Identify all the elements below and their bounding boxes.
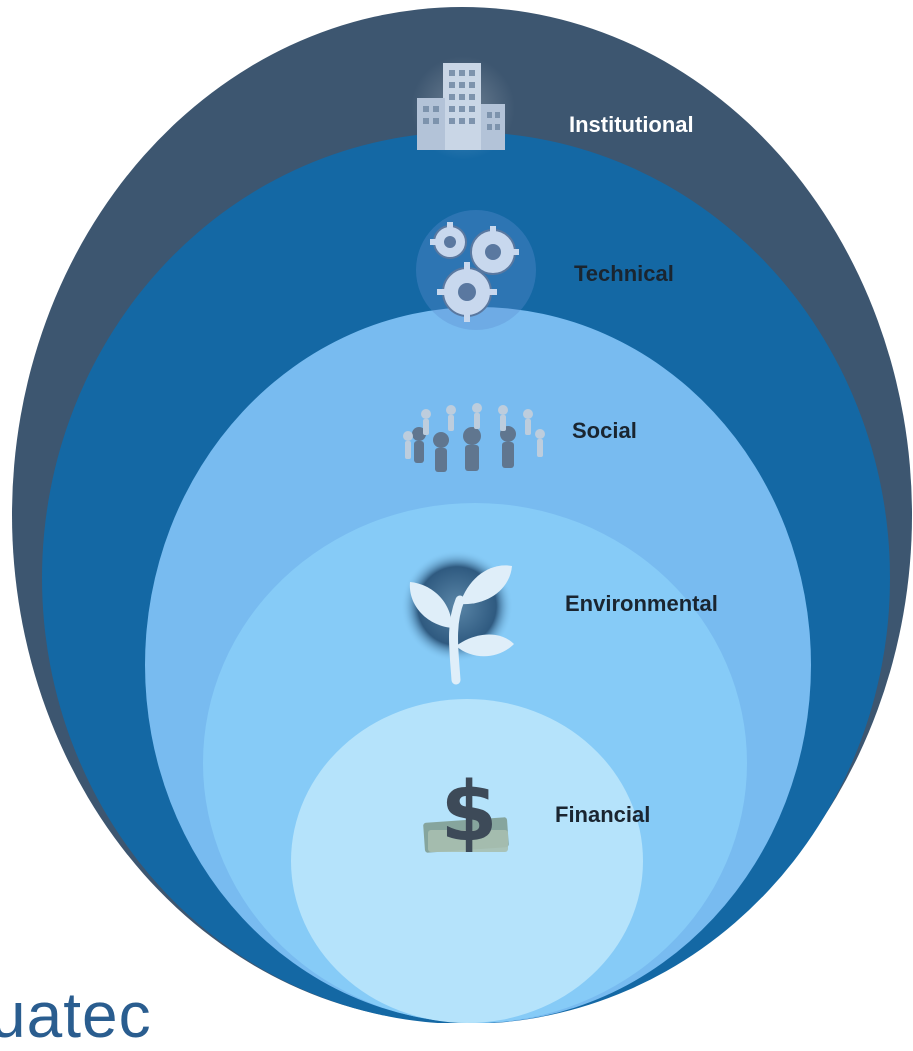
svg-text:$: $ <box>440 765 497 860</box>
buildings-icon <box>411 56 515 160</box>
financial-label: Financial <box>555 802 651 827</box>
financial-layer <box>291 699 643 1023</box>
nested-layers-diagram: $ <box>12 7 912 1023</box>
gears-icon <box>416 210 536 330</box>
dollar-icon: $ <box>423 765 509 860</box>
environmental-label: Environmental <box>565 591 718 616</box>
logo-text-fragment: uatec <box>0 979 152 1051</box>
people-circle-icon <box>403 403 545 472</box>
institutional-label: Institutional <box>569 112 694 137</box>
social-label: Social <box>572 418 637 443</box>
plant-icon <box>401 550 514 685</box>
technical-label: Technical <box>574 261 674 286</box>
